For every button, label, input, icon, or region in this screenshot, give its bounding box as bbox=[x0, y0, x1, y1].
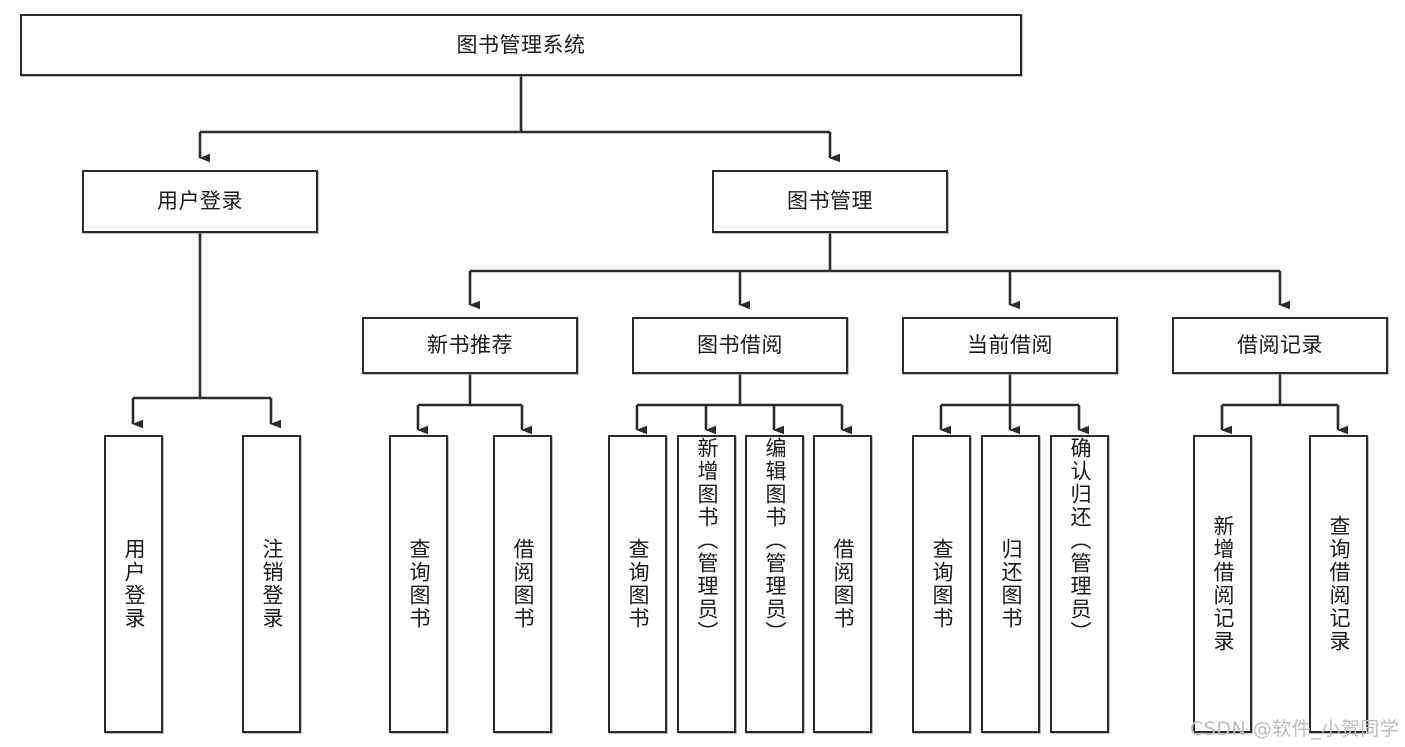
node-leaf-borrow-book-2[interactable]: 借阅图书 bbox=[813, 435, 872, 733]
node-leaf-confirm-return-label: 确认归还（管理员） bbox=[1068, 437, 1092, 644]
csdn-watermark-text: CSDN @软件_小贺同学 bbox=[1190, 718, 1400, 740]
node-leaf-borrow-book-1[interactable]: 借阅图书 bbox=[493, 435, 552, 733]
csdn-watermark: CSDN @软件_小贺同学 bbox=[1190, 714, 1399, 741]
node-borrow-record-label: 借阅记录 bbox=[1237, 333, 1323, 358]
node-root-label: 图书管理系统 bbox=[456, 32, 586, 57]
node-new-book-rec-label: 新书推荐 bbox=[427, 333, 513, 358]
node-leaf-borrow-book-2-label: 借阅图书 bbox=[831, 538, 855, 630]
node-current-borrow-label: 当前借阅 bbox=[967, 333, 1053, 358]
node-leaf-logout-label: 注销登录 bbox=[260, 538, 284, 630]
node-leaf-add-record[interactable]: 新增借阅记录 bbox=[1193, 435, 1252, 733]
node-book-borrow[interactable]: 图书借阅 bbox=[632, 317, 848, 374]
node-leaf-query-book-2-label: 查询图书 bbox=[626, 538, 650, 630]
node-book-manage-label: 图书管理 bbox=[787, 189, 873, 214]
node-leaf-user-login[interactable]: 用户登录 bbox=[104, 435, 163, 733]
node-leaf-query-record-label: 查询借阅记录 bbox=[1327, 515, 1351, 653]
node-leaf-return-book[interactable]: 归还图书 bbox=[981, 435, 1040, 733]
node-leaf-edit-book[interactable]: 编辑图书（管理员） bbox=[745, 435, 804, 733]
node-leaf-query-book-3-label: 查询图书 bbox=[930, 538, 954, 630]
node-borrow-record[interactable]: 借阅记录 bbox=[1172, 317, 1388, 374]
node-user-login[interactable]: 用户登录 bbox=[82, 170, 318, 233]
node-leaf-query-book-2[interactable]: 查询图书 bbox=[608, 435, 667, 733]
node-leaf-borrow-book-1-label: 借阅图书 bbox=[511, 538, 535, 630]
node-leaf-edit-book-label: 编辑图书（管理员） bbox=[763, 437, 787, 644]
node-leaf-query-book-3[interactable]: 查询图书 bbox=[912, 435, 971, 733]
node-leaf-query-book-1-label: 查询图书 bbox=[407, 538, 431, 630]
node-leaf-add-book-label: 新增图书（管理员） bbox=[695, 437, 719, 644]
node-leaf-logout[interactable]: 注销登录 bbox=[242, 435, 301, 733]
node-leaf-add-book[interactable]: 新增图书（管理员） bbox=[677, 435, 736, 733]
node-new-book-rec[interactable]: 新书推荐 bbox=[362, 317, 578, 374]
node-book-manage[interactable]: 图书管理 bbox=[712, 170, 948, 233]
node-book-borrow-label: 图书借阅 bbox=[697, 333, 783, 358]
node-leaf-user-login-label: 用户登录 bbox=[122, 538, 146, 630]
node-leaf-query-record[interactable]: 查询借阅记录 bbox=[1309, 435, 1368, 733]
node-user-login-label: 用户登录 bbox=[157, 189, 243, 214]
node-leaf-add-record-label: 新增借阅记录 bbox=[1211, 515, 1235, 653]
node-root[interactable]: 图书管理系统 bbox=[20, 14, 1022, 76]
node-current-borrow[interactable]: 当前借阅 bbox=[902, 317, 1118, 374]
node-leaf-confirm-return[interactable]: 确认归还（管理员） bbox=[1050, 435, 1109, 733]
node-leaf-return-book-label: 归还图书 bbox=[999, 538, 1023, 630]
node-leaf-query-book-1[interactable]: 查询图书 bbox=[389, 435, 448, 733]
